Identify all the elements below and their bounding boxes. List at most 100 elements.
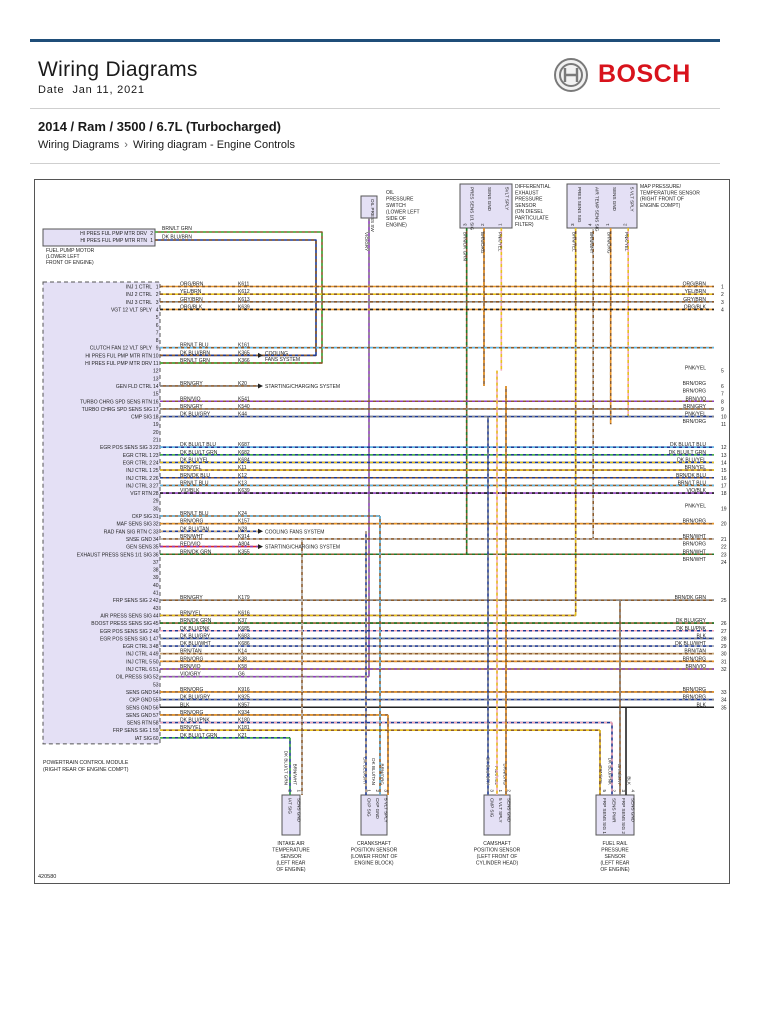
- map-pressure-sensor-pin-number: 1: [605, 223, 610, 226]
- pcm-pin-label: EGR POS SENS SIG 1: [100, 636, 152, 642]
- fuel-pump-label: FRONT OF ENGINE): [46, 260, 94, 266]
- pcm-wire-color-label: BRN/LT BLU: [180, 480, 209, 486]
- pcm-pin-number: 15: [153, 392, 159, 398]
- pcm-pin-number: 32: [153, 522, 159, 528]
- bottom-sensor-label: OF ENGINE): [276, 867, 306, 873]
- pcm-pin-label: INJ 1 CTRL: [126, 285, 152, 291]
- right-connector-number: 19: [721, 506, 727, 512]
- pcm-pin-number: 31: [153, 514, 159, 520]
- right-wire-color-label: BRN/ORG: [683, 519, 706, 525]
- date-label: Date: [38, 84, 65, 96]
- pcm-pin-number: 17: [153, 407, 159, 413]
- pcm-pin-label: EGR CTRL 2: [123, 460, 152, 466]
- bottom-sensor-pin-number: 2: [507, 789, 512, 792]
- pcm-pin-label: SENS GND: [126, 713, 153, 719]
- map-sensor-label: MAP PRESSURE/: [640, 184, 682, 190]
- bottom-sensor-wire-label: DK BLU/PNK: [607, 758, 612, 786]
- pcm-pin-number: 57: [153, 713, 159, 719]
- right-wire-color-label: BLK: [697, 633, 707, 639]
- pcm-pin-label: IAT SIG: [135, 736, 152, 742]
- pcm-pin-number: 49: [153, 652, 159, 658]
- pcm-wire-circuit-label: K686: [238, 641, 250, 647]
- pcm-pin-number: 19: [153, 422, 159, 428]
- right-wire-color-label: DK BLU/YEL: [677, 457, 706, 463]
- diff-sensor-wire-label: BRN/DK GRN: [463, 232, 468, 261]
- pcm-pin-label: AIR PRESS SENS SIG: [100, 613, 152, 619]
- pcm-wire-color-label: DK BLU/YEL: [180, 457, 209, 463]
- right-wire-color-label: BRN/DK GRN: [675, 595, 707, 601]
- bottom-sensor-label: POSITION SENSOR: [474, 848, 521, 854]
- pcm-wire-color-label: VIO/GRY: [180, 672, 201, 678]
- system-arrow-icon: [258, 383, 263, 389]
- vehicle-title: 2014 / Ram / 3500 / 6.7L (Turbocharged): [38, 119, 282, 134]
- breadcrumb-item-engine-controls[interactable]: Wiring diagram - Engine Controls: [132, 139, 295, 151]
- right-wire-color-label: PNK/YEL: [685, 503, 706, 509]
- pcm-pin-number: 50: [153, 659, 159, 665]
- pcm-wire-color-label: DK BLU/PNK: [180, 718, 210, 724]
- pcm-wire-circuit-label: K914: [238, 534, 250, 540]
- pcm-wire-circuit-label: A804: [238, 542, 250, 548]
- pcm-pin-label: HI PRES FUL PMP MTR RTN: [85, 353, 152, 359]
- pcm-pin-number: 60: [153, 736, 159, 742]
- pcm-wire-circuit-label: K365: [238, 350, 250, 356]
- breadcrumb-item-wiring-diagrams[interactable]: Wiring Diagrams: [38, 139, 120, 151]
- pcm-wire-color-label: DK BLU/TAN: [180, 526, 209, 532]
- pcm-wire-circuit-label: K355: [238, 549, 250, 555]
- map-sensor-label: ENGINE COMPT): [640, 203, 681, 209]
- pcm-pin-number: 43: [153, 606, 159, 612]
- pcm-module-label: (RIGHT REAR OF ENGINE COMPT): [43, 767, 129, 773]
- pcm-pin-label: GEN SENS: [126, 545, 153, 551]
- right-connector-number: 27: [721, 629, 727, 635]
- pcm-pin-number: 7: [156, 330, 159, 336]
- bottom-sensor-pin-label: CKP GND: [375, 798, 380, 820]
- pcm-wire-color-label: DK BLU/GRY: [180, 412, 211, 418]
- pcm-wire-color-label: BRN/DK GRN: [180, 618, 212, 624]
- pcm-wire-color-label: BRN/GRY: [180, 595, 203, 601]
- right-connector-number: 7: [721, 392, 724, 398]
- pcm-pin-number: 55: [153, 698, 159, 704]
- right-wire-color-label: BRN/WHT: [683, 557, 706, 563]
- pcm-wire-circuit-label: K916: [238, 687, 250, 693]
- oil-switch-wire-label: VIO/GRY: [364, 232, 369, 251]
- pcm-pin-label: FRP SENS SIG 2: [113, 598, 152, 604]
- right-connector-number: 35: [721, 705, 727, 711]
- pcm-pin-label: EGR CTRL 1: [123, 453, 152, 459]
- right-connector-number: 33: [721, 690, 727, 696]
- pcm-pin-number: 33: [153, 529, 159, 535]
- oil-pressure-switch-label: (LOWER LEFT: [386, 210, 420, 216]
- pcm-wire-color-label: DK BLU/BRN: [180, 350, 210, 356]
- right-wire-color-label: BRN/ORG: [683, 695, 706, 701]
- bottom-sensor-wire-label: DK BLU/TAN: [371, 758, 376, 785]
- right-wire-color-label: BRN/WHT: [683, 549, 706, 555]
- map-sensor-wire-label: PNK/YEL: [624, 232, 629, 252]
- right-connector-number: 8: [721, 399, 724, 405]
- pcm-module: [42, 281, 161, 745]
- pcm-pin-label: HI PRES FUL PMP MTR DRV: [85, 361, 153, 367]
- oil-pressure-switch-label: SIDE OF: [386, 216, 406, 222]
- bottom-sensor-pin-number: 3: [621, 789, 626, 792]
- right-connector-number: 15: [721, 468, 727, 474]
- pcm-pin-number: 40: [153, 583, 159, 589]
- system-arrow-icon: [258, 528, 263, 534]
- pcm-pin-label: GEN FLD CTRL: [116, 384, 152, 390]
- pcm-module-label: POWERTRAIN CONTROL MODULE: [43, 760, 129, 766]
- pcm-pin-number: 27: [153, 483, 159, 489]
- pcm-wire-circuit-label: K616: [238, 610, 250, 616]
- pcm-wire-color-label: ORG/BRN: [180, 282, 204, 288]
- pcm-pin-label: INJ 3 CTRL: [126, 300, 152, 306]
- right-connector-number: 14: [721, 460, 727, 466]
- fuel-pump-wire-label: BRN/LT GRN: [162, 226, 192, 232]
- pcm-pin-label: TURBO CHRG SPD SENS SIG: [82, 407, 152, 413]
- pcm-wire-color-label: BLK: [180, 702, 190, 708]
- right-wire-color-label: DK BLU/PNK: [676, 626, 706, 632]
- pcm-wire-circuit-label: K957: [238, 702, 250, 708]
- bottom-sensor-wire-label: BLK: [626, 776, 631, 786]
- right-connector-number: 17: [721, 483, 727, 489]
- pcm-wire-circuit-label: K24: [238, 511, 247, 517]
- fuel-pump-motor: [42, 228, 156, 247]
- right-connector-number: 34: [721, 698, 727, 704]
- bosch-armature-icon: [554, 58, 588, 92]
- pcm-wire-color-label: BRN/LT GRN: [180, 358, 210, 364]
- pcm-pin-number: 3: [156, 300, 159, 306]
- differential-pressure-sensor-pin-number: 1: [497, 223, 502, 226]
